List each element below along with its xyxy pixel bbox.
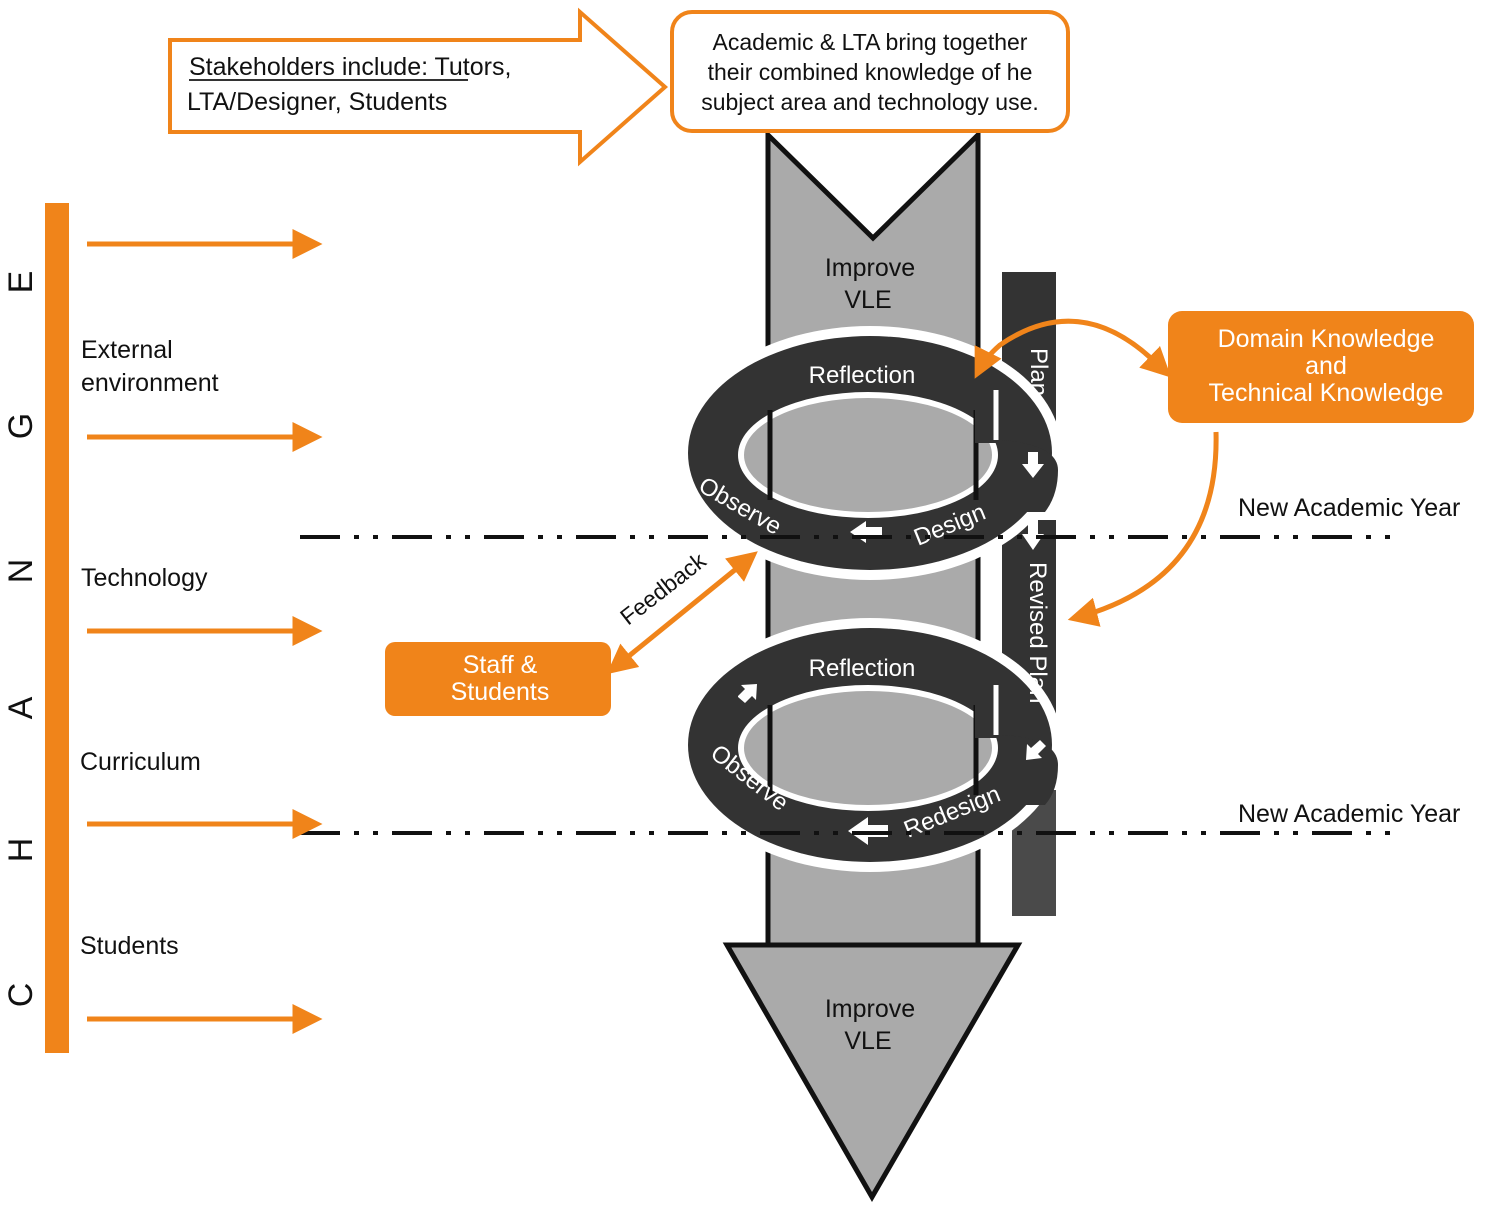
domain-line-1: Domain Knowledge	[1218, 325, 1435, 353]
factor-technology: Technology	[81, 564, 208, 592]
domain-to-reflection-arrow	[974, 318, 1172, 379]
stakeholders-list: LTA/Designer, Students	[187, 88, 447, 116]
cycle1-reflection: Reflection	[809, 362, 916, 389]
academic-line-2: their combined knowledge of he	[708, 59, 1033, 85]
staff-line-2: Students	[451, 678, 550, 706]
vle-bottom-arrowhead	[722, 942, 1023, 1202]
cycle1-plan: Plan	[1025, 348, 1052, 396]
factor-students: Students	[80, 932, 179, 960]
down-arrow-icon-2	[1022, 520, 1044, 550]
down-left-arrow-icon	[1026, 740, 1046, 760]
down-arrow-icon	[1022, 452, 1044, 478]
change-factors: External environment Technology Curricul…	[80, 336, 219, 960]
stakeholders-arrow: Stakeholders include: Tutors, LTA/Design…	[168, 7, 669, 167]
change-arrows	[87, 229, 323, 1034]
factor-external-2: environment	[81, 369, 219, 397]
change-letter-h: H	[2, 838, 40, 863]
change-letter-g: G	[2, 413, 40, 439]
feedback-arrow	[606, 551, 758, 675]
factor-external-1: External	[81, 336, 173, 364]
vle-top-label-2: VLE	[844, 286, 891, 314]
vle-bottom-label-2: VLE	[844, 1027, 891, 1055]
svg-text:Stakeholders include: Tutors,: Stakeholders include: Tutors,	[189, 53, 511, 81]
year-line-1: New Academic Year	[300, 494, 1460, 539]
academic-lta-box: Academic & LTA bring together their comb…	[670, 10, 1070, 133]
staff-students-box: Staff & Students	[385, 642, 611, 716]
vle-bottom-label-1: Improve	[825, 995, 915, 1023]
academic-line-1: Academic & LTA bring together	[713, 29, 1028, 55]
domain-line-3: Technical Knowledge	[1209, 379, 1444, 407]
change-letter-a: A	[2, 696, 40, 719]
academic-line-3: subject area and technology use.	[701, 89, 1039, 115]
change-letter-c: C	[2, 983, 40, 1008]
domain-to-revised-plan-arrow	[1067, 431, 1219, 627]
feedback-label: Feedback	[615, 547, 711, 630]
cycle2-revised-plan: Revised Plan	[1024, 562, 1051, 703]
change-letter-e: E	[2, 271, 40, 294]
stakeholders-tutors: Tutors,	[428, 53, 511, 81]
up-right-arrow-icon	[738, 684, 757, 703]
change-letter-n: N	[2, 559, 40, 584]
change-bar: C H A N G E	[2, 203, 69, 1053]
year-line-2: New Academic Year	[300, 800, 1460, 835]
vle-top-label-1: Improve	[825, 254, 915, 282]
year-line-1-label: New Academic Year	[1238, 494, 1460, 522]
domain-line-2: and	[1305, 352, 1347, 380]
year-line-2-label: New Academic Year	[1238, 800, 1460, 828]
cycle2-reflection: Reflection	[809, 655, 916, 682]
factor-curriculum: Curriculum	[80, 748, 201, 776]
stakeholders-label: Stakeholders include:	[189, 53, 428, 81]
domain-knowledge-box: Domain Knowledge and Technical Knowledge	[1168, 311, 1474, 423]
cycle-1: Reflection Observe Design Plan	[678, 326, 1062, 580]
staff-line-1: Staff &	[463, 651, 538, 679]
